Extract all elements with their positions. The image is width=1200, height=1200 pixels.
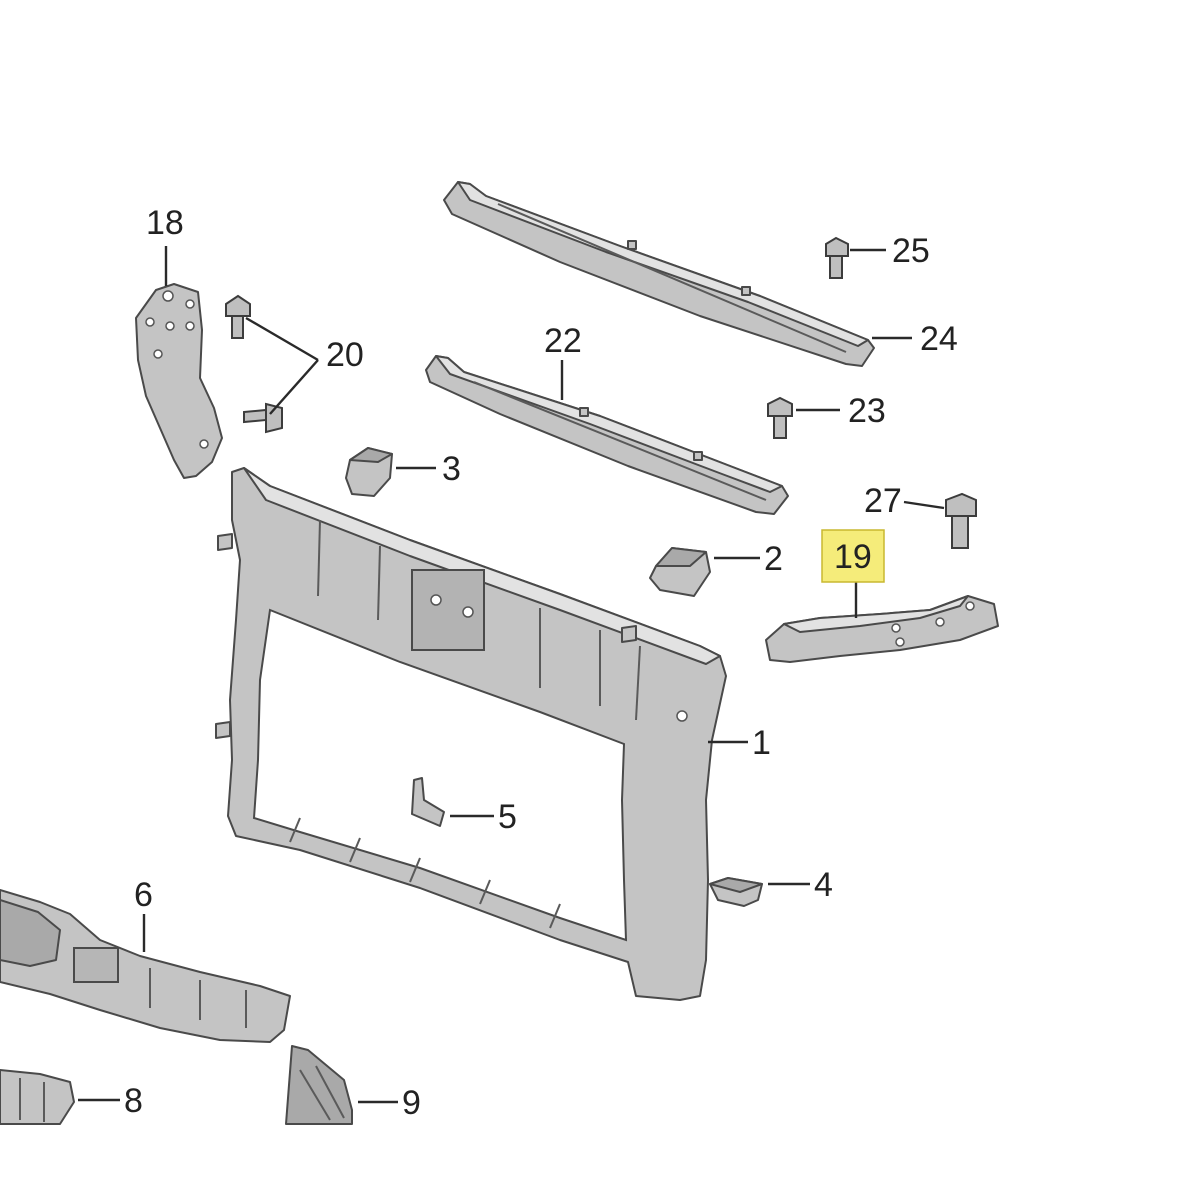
- label-9[interactable]: 9: [402, 1084, 421, 1122]
- label-19[interactable]: 19: [834, 538, 872, 576]
- label-3[interactable]: 3: [442, 450, 461, 488]
- label-5[interactable]: 5: [498, 798, 517, 836]
- part-23-bolt[interactable]: [767, 396, 793, 439]
- leader-27: [903, 500, 945, 510]
- part-3-clip[interactable]: [345, 447, 393, 497]
- part-25-bolt[interactable]: [825, 236, 849, 279]
- leader-20: [245, 316, 319, 415]
- label-6[interactable]: 6: [134, 876, 153, 914]
- label-24[interactable]: 24: [920, 320, 958, 358]
- screw-20a: [225, 294, 251, 339]
- part-1-front-carrier[interactable]: [215, 467, 727, 1001]
- part-9-part[interactable]: [285, 1045, 353, 1125]
- label-20[interactable]: 20: [326, 336, 364, 374]
- label-25[interactable]: 25: [892, 232, 930, 270]
- label-2[interactable]: 2: [764, 540, 783, 578]
- part-18-bracket[interactable]: [135, 283, 223, 479]
- part-19-bracket[interactable]: [765, 595, 999, 663]
- label-1[interactable]: 1: [752, 724, 771, 762]
- part-24-crossmember[interactable]: [443, 181, 875, 367]
- label-23[interactable]: 23: [848, 392, 886, 430]
- label-4[interactable]: 4: [814, 866, 833, 904]
- part-6-assembly[interactable]: [0, 889, 291, 1043]
- part-20-screws[interactable]: [225, 294, 283, 434]
- label-27[interactable]: 27: [864, 482, 902, 520]
- label-8[interactable]: 8: [124, 1082, 143, 1120]
- part-2-block[interactable]: [649, 547, 711, 597]
- label-18[interactable]: 18: [146, 204, 184, 242]
- part-22-crossmember[interactable]: [425, 355, 789, 515]
- part-8-part[interactable]: [0, 1069, 75, 1125]
- part-27-bolt[interactable]: [945, 492, 977, 549]
- highlight-box-19: [821, 529, 885, 583]
- part-4-clip[interactable]: [709, 877, 763, 907]
- part-5-clip[interactable]: [411, 777, 445, 827]
- label-22[interactable]: 22: [544, 322, 582, 360]
